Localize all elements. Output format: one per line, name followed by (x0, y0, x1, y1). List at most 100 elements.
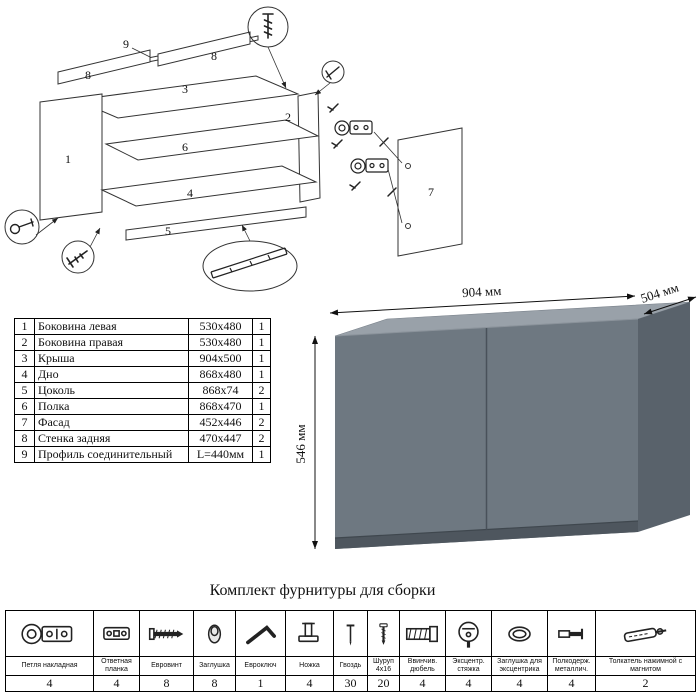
table-row: 2 Боковина правая 530x480 1 (14, 334, 271, 351)
hardware-item-qty: 20 (367, 675, 400, 692)
part-5-plinth (125, 206, 307, 241)
height-label: 546 мм (295, 424, 308, 463)
part-name: Крыша (34, 350, 189, 367)
screw-detail-top (262, 13, 274, 39)
part-number: 5 (14, 382, 35, 399)
nail-icon (333, 610, 368, 657)
part-size: 452x446 (188, 414, 253, 431)
hardware-item-name: Гвоздь (333, 656, 368, 676)
part-qty: 2 (252, 414, 271, 431)
hexkey-icon (235, 610, 286, 657)
table-row: 5 Цоколь 868x74 2 (14, 382, 271, 399)
hardware-item-qty: 2 (595, 675, 696, 692)
door-hinge-hole (405, 223, 411, 229)
hardware-item-qty: 4 (285, 675, 334, 692)
cabinet-render: 904 мм 504 мм 546 мм (295, 286, 697, 549)
part-number: 2 (14, 334, 35, 351)
part-qty: 2 (252, 430, 271, 447)
hardware-item-name: Шуруп 4x16 (367, 656, 400, 676)
part-7-door (397, 127, 463, 257)
top-front-edge (334, 318, 639, 337)
hardware-item-name: Ответная планка (93, 656, 140, 676)
hardware-item-name: Евровинт (139, 656, 194, 676)
part-number: 9 (14, 446, 35, 463)
hardware-kit-title: Комплект фурнитуры для сборки (209, 582, 436, 599)
table-row: 9 Профиль соединительный L=440мм 1 (14, 446, 271, 463)
hardware-item-qty: 4 (93, 675, 140, 692)
hardware-item-qty: 4 (445, 675, 492, 692)
part-qty: 1 (252, 350, 271, 367)
hardware-item-qty: 4 (547, 675, 596, 692)
part-qty: 1 (252, 334, 271, 351)
part-label-3: 3 (182, 82, 188, 96)
leg-icon (285, 610, 334, 657)
cam-cap-icon (491, 610, 548, 657)
part-name: Дно (34, 366, 189, 383)
part-name: Фасад (34, 414, 189, 431)
euroscrew-icon (139, 610, 194, 657)
cabinet-side-face (638, 302, 690, 532)
part-number: 1 (14, 318, 35, 335)
cam-bolt-detail (9, 218, 34, 235)
table-row: 7 Фасад 452x446 2 (14, 414, 271, 431)
leader-lines (35, 46, 403, 248)
part-3-top-panel (74, 75, 300, 119)
callout-screw-right (321, 60, 345, 84)
hardware-item-qty: 4 (399, 675, 446, 692)
hinge-icon (5, 610, 94, 657)
part-label-7: 7 (428, 185, 434, 199)
hardware-item-name: Толкатель нажимной с магнитом (595, 656, 696, 676)
hardware-item-qty: 8 (193, 675, 236, 692)
hinge-screws-detail (327, 103, 397, 197)
exploded-assembly-diagram: 9 8 8 3 2 1 6 4 5 7 (4, 6, 463, 292)
height-dimension: 546 мм (295, 336, 318, 549)
part-number: 8 (14, 430, 35, 447)
cam-lock-icon (445, 610, 492, 657)
parts-table: 1 Боковина левая 530x480 1 2 Боковина пр… (14, 318, 271, 463)
part-label-8b: 8 (211, 49, 217, 63)
push-latch-icon (595, 610, 696, 657)
hinge-detail-2 (350, 158, 389, 174)
dowel-icon (399, 610, 446, 657)
part-name: Полка (34, 398, 189, 415)
cap-icon (193, 610, 236, 657)
striker-plate-icon (93, 610, 140, 657)
part-number: 4 (14, 366, 35, 383)
part-size: 470x447 (188, 430, 253, 447)
part-label-6: 6 (182, 140, 188, 154)
part-label-9: 9 (123, 37, 129, 51)
part-8-back-panel-left (57, 49, 151, 85)
part-4-bottom-panel (100, 165, 318, 207)
part-number: 6 (14, 398, 35, 415)
part-name: Профиль соединительный (34, 446, 189, 463)
part-number: 7 (14, 414, 35, 431)
screw-detail-bottom (66, 250, 88, 268)
cabinet-plinth (335, 521, 638, 549)
table-row: 1 Боковина левая 530x480 1 (14, 318, 271, 335)
hardware-item-name: Ввинчив. дюбель (399, 656, 446, 676)
hardware-item-name: Петля накладная (5, 656, 94, 676)
part-name: Стенка задняя (34, 430, 189, 447)
shelf-support-icon (547, 610, 596, 657)
hardware-table: Петля накладная Ответная планка Евровинт… (5, 610, 696, 692)
part-name: Боковина левая (34, 318, 189, 335)
part-qty: 1 (252, 318, 271, 335)
part-qty: 1 (252, 366, 271, 383)
width-label: 904 мм (462, 286, 502, 300)
part-qty: 1 (252, 398, 271, 415)
part-label-5: 5 (165, 224, 171, 238)
callout-screw-bottom (61, 240, 95, 274)
part-name: Цоколь (34, 382, 189, 399)
table-row: 8 Стенка задняя 470x447 2 (14, 430, 271, 447)
table-row: 6 Полка 868x470 1 (14, 398, 271, 415)
part-size: 868x480 (188, 366, 253, 383)
part-6-shelf (104, 119, 320, 161)
hardware-item-qty: 4 (491, 675, 548, 692)
hinge-detail-1 (334, 120, 373, 136)
table-row: 4 Дно 868x480 1 (14, 366, 271, 383)
part-label-4: 4 (187, 186, 193, 200)
part-label-1: 1 (65, 152, 71, 166)
hardware-item-name: Эксцентр. стяжка (445, 656, 492, 676)
part-1-left-side (39, 93, 103, 221)
part-size: 868x74 (188, 382, 253, 399)
